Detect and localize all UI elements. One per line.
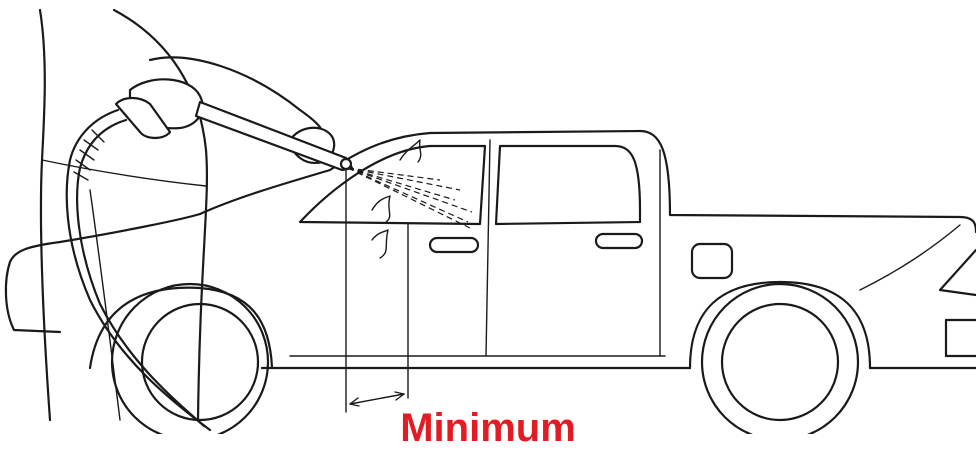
rear-wheel-rim (722, 304, 838, 420)
pickup-truck (6, 131, 976, 434)
person-body-back (40, 10, 50, 420)
distance-arrow (350, 394, 404, 404)
spray-nozzle (341, 159, 351, 169)
minimum-distance-label: Minimum (0, 408, 976, 448)
pressure-washing-illustration (0, 0, 976, 434)
splash-mark (372, 196, 390, 222)
rear-door-handle (596, 234, 642, 248)
fuel-cap (692, 244, 732, 278)
rear-wheel-arch (690, 282, 870, 368)
front-door-handle (430, 238, 478, 252)
bed-crease (860, 225, 960, 290)
door-seam-front (486, 140, 490, 356)
splash-mark (372, 230, 388, 258)
front-wheel-arch (90, 288, 272, 368)
rear-bumper (946, 320, 976, 356)
tail-light (940, 250, 976, 295)
front-bumper (6, 262, 60, 332)
water-spray (348, 168, 472, 228)
hose (67, 110, 210, 430)
person-washing (40, 10, 334, 420)
truck-hood (10, 214, 200, 262)
minimum-distance-indicator (346, 170, 408, 412)
rear-window (496, 146, 640, 224)
hose-coil-inner (77, 120, 204, 426)
person-leg-gap (90, 190, 120, 420)
